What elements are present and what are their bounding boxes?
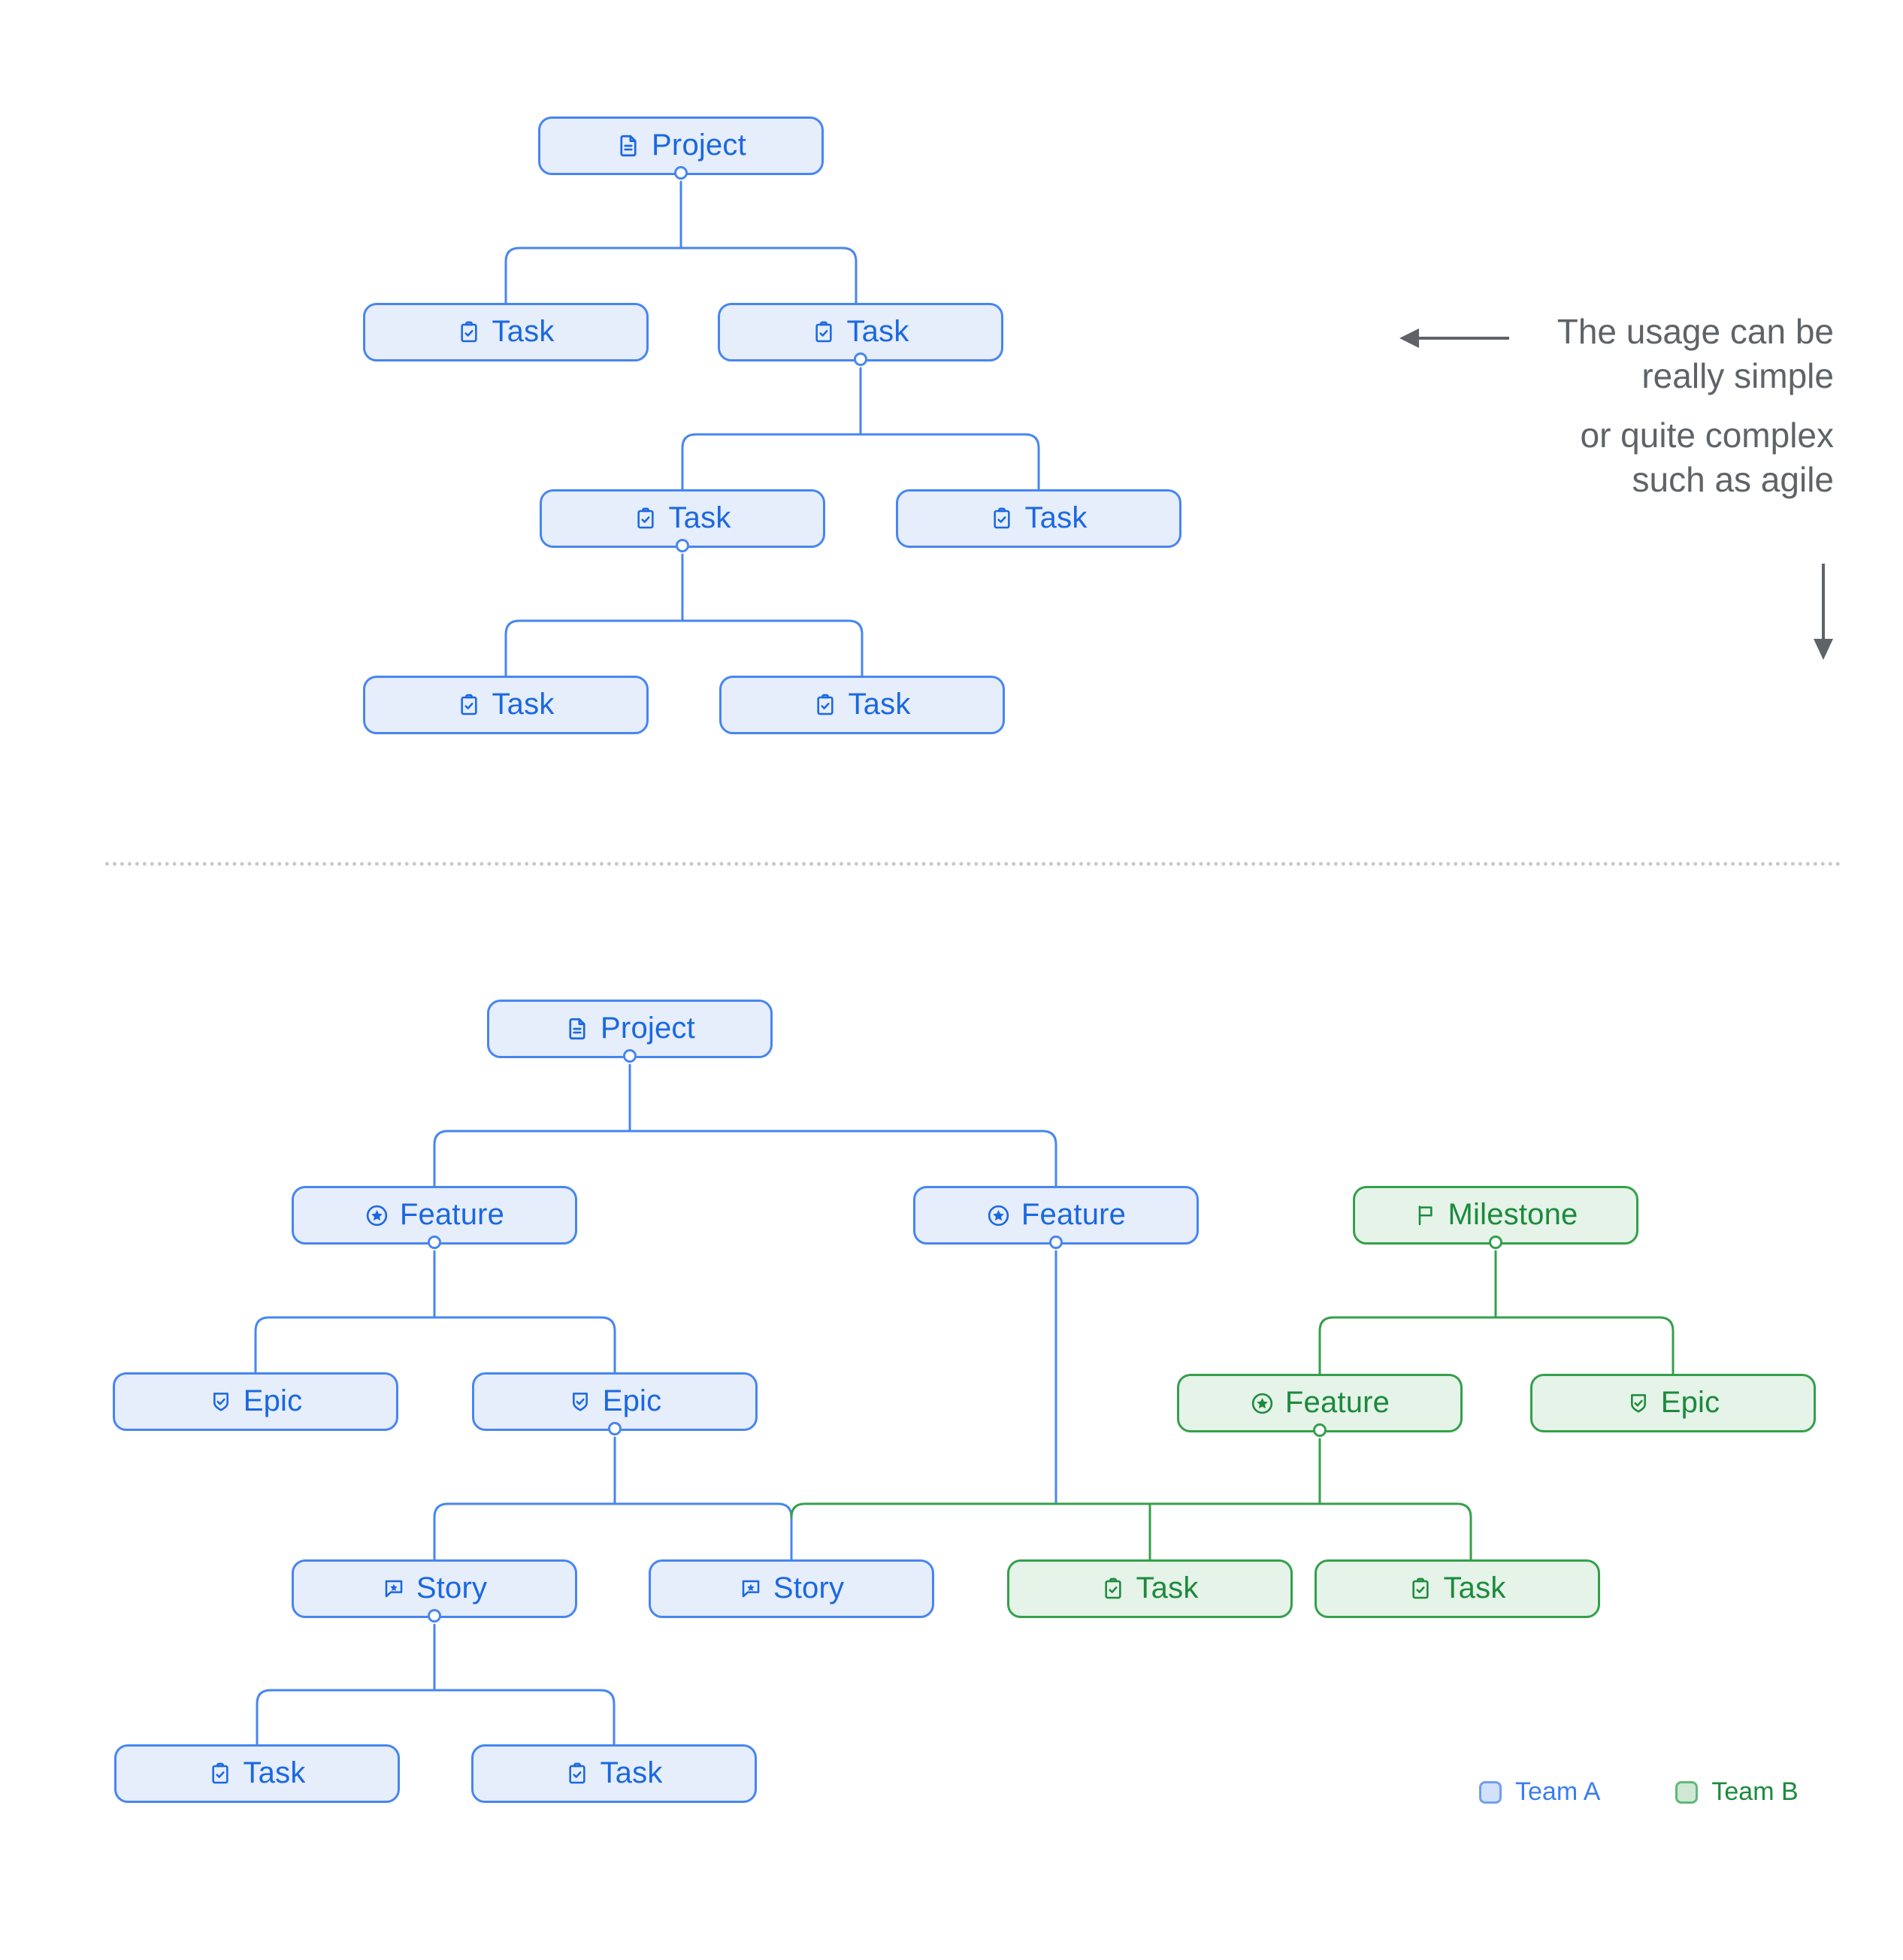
story-bubble-icon [739, 1577, 763, 1601]
node-task[interactable]: Task [1007, 1559, 1293, 1618]
node-task[interactable]: Task [540, 489, 825, 552]
node-label: Task [492, 688, 555, 721]
connector-port [1049, 1236, 1063, 1249]
node-task[interactable]: Task [896, 489, 1181, 548]
connector-port [608, 1422, 622, 1435]
node-task[interactable]: Task [363, 676, 649, 734]
star-circle-icon [365, 1203, 389, 1228]
connector-port [674, 166, 688, 180]
legend-swatch-icon [1675, 1780, 1699, 1804]
legend-label: Team B [1711, 1777, 1799, 1806]
node-task[interactable]: Task [1315, 1559, 1600, 1618]
star-circle-icon [1250, 1391, 1275, 1416]
node-epic[interactable]: Epic [1530, 1374, 1816, 1432]
simple-tree-edges [504, 180, 1040, 677]
connector-port [676, 539, 689, 552]
section-divider [105, 862, 1841, 866]
node-project[interactable]: Project [487, 1000, 773, 1063]
legend-item-team-b[interactable]: Team B [1675, 1777, 1799, 1807]
node-label: Epic [602, 1384, 662, 1417]
node-label: Task [243, 1756, 306, 1789]
node-label: Task [846, 315, 909, 348]
node-label: Task [1024, 501, 1088, 534]
star-circle-icon [986, 1203, 1011, 1228]
legend: Team A Team B [1479, 1777, 1799, 1807]
node-story[interactable]: Story [649, 1559, 934, 1618]
connector-port [854, 352, 867, 366]
node-label: Task [1443, 1571, 1506, 1605]
legend-item-team-a[interactable]: Team A [1479, 1777, 1600, 1807]
node-story[interactable]: Story [292, 1559, 577, 1623]
annotation-line-3: or quite complex [1580, 415, 1835, 455]
clipboard-check-icon [565, 1762, 589, 1786]
node-label: Project [652, 129, 746, 162]
annotation-line-2: really simple [1641, 355, 1834, 395]
node-label: Feature [1021, 1198, 1127, 1231]
node-label: Task [668, 501, 731, 534]
clipboard-check-icon [457, 693, 481, 717]
node-epic[interactable]: Epic [113, 1372, 398, 1431]
connector-port [1313, 1423, 1327, 1437]
node-label: Feature [1284, 1386, 1390, 1419]
shield-check-icon [1626, 1391, 1650, 1415]
node-project[interactable]: Project [538, 116, 824, 180]
node-feature[interactable]: Feature [913, 1186, 1199, 1249]
annotation-line-1: The usage can be [1557, 312, 1834, 351]
annotation-spacer [1375, 398, 1834, 413]
node-label: Task [1136, 1571, 1199, 1605]
document-icon [564, 1016, 590, 1042]
node-epic[interactable]: Epic [472, 1372, 758, 1435]
node-milestone[interactable]: Milestone [1353, 1186, 1638, 1249]
node-task[interactable]: Task [114, 1744, 400, 1803]
node-label: Task [600, 1756, 663, 1789]
node-feature[interactable]: Feature [292, 1186, 577, 1249]
document-icon [616, 133, 641, 159]
clipboard-check-icon [457, 320, 481, 344]
node-task[interactable]: Task [718, 303, 1003, 366]
clipboard-check-icon [1101, 1577, 1125, 1601]
node-label: Task [492, 315, 555, 348]
connector-port [623, 1049, 637, 1063]
connector-port [1489, 1236, 1502, 1249]
node-task[interactable]: Task [363, 303, 649, 361]
legend-swatch-icon [1479, 1780, 1502, 1804]
arrow-down-icon [1814, 564, 1833, 660]
node-label: Story [773, 1571, 845, 1605]
clipboard-check-icon [813, 693, 837, 717]
node-label: Project [601, 1012, 695, 1045]
node-feature[interactable]: Feature [1177, 1374, 1463, 1437]
node-label: Milestone [1448, 1198, 1578, 1231]
shield-check-icon [568, 1390, 592, 1414]
clipboard-check-icon [1408, 1577, 1433, 1601]
node-task[interactable]: Task [719, 676, 1005, 734]
node-label: Feature [399, 1198, 505, 1231]
connector-port [428, 1236, 441, 1249]
annotation-text: The usage can be really simple or quite … [1375, 310, 1834, 502]
connector-port [428, 1609, 441, 1623]
flag-icon [1414, 1203, 1438, 1227]
clipboard-check-icon [208, 1762, 232, 1786]
arrow-left-icon [1399, 328, 1509, 348]
node-label: Task [848, 688, 911, 721]
shield-check-icon [209, 1390, 233, 1414]
story-bubble-icon [382, 1577, 406, 1601]
node-task[interactable]: Task [471, 1744, 757, 1803]
node-label: Epic [1660, 1386, 1720, 1419]
node-label: Epic [243, 1384, 303, 1417]
annotation-line-4: such as agile [1632, 459, 1835, 499]
node-label: Story [416, 1571, 488, 1605]
clipboard-check-icon [990, 507, 1014, 531]
clipboard-check-icon [634, 507, 658, 531]
clipboard-check-icon [812, 320, 836, 344]
legend-label: Team A [1515, 1777, 1601, 1806]
